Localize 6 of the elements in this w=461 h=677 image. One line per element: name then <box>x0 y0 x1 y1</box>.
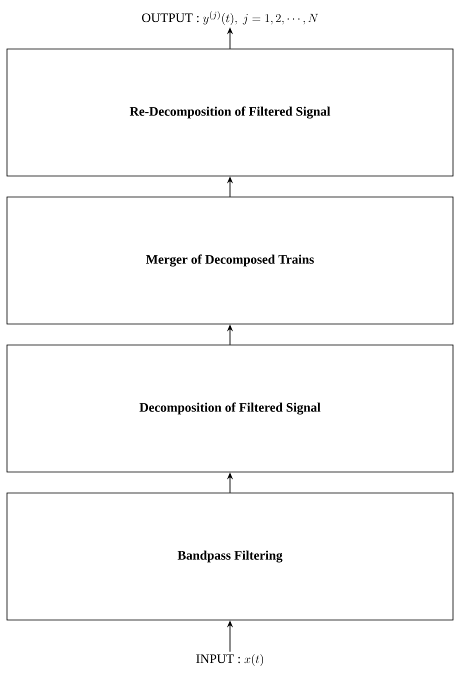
process-box: Re-Decomposition of Filtered Signal <box>6 48 454 176</box>
io-label: INPUT : $x(t)$ <box>196 654 264 666</box>
process-box: Merger of Decomposed Trains <box>6 196 454 324</box>
process-box: Decomposition of Filtered Signal <box>6 344 454 472</box>
io-label: OUTPUT : $y^{(j)}(t),\ j=1,2,\cdots,N$ <box>142 10 318 26</box>
process-box: Bandpass Filtering <box>6 492 454 620</box>
